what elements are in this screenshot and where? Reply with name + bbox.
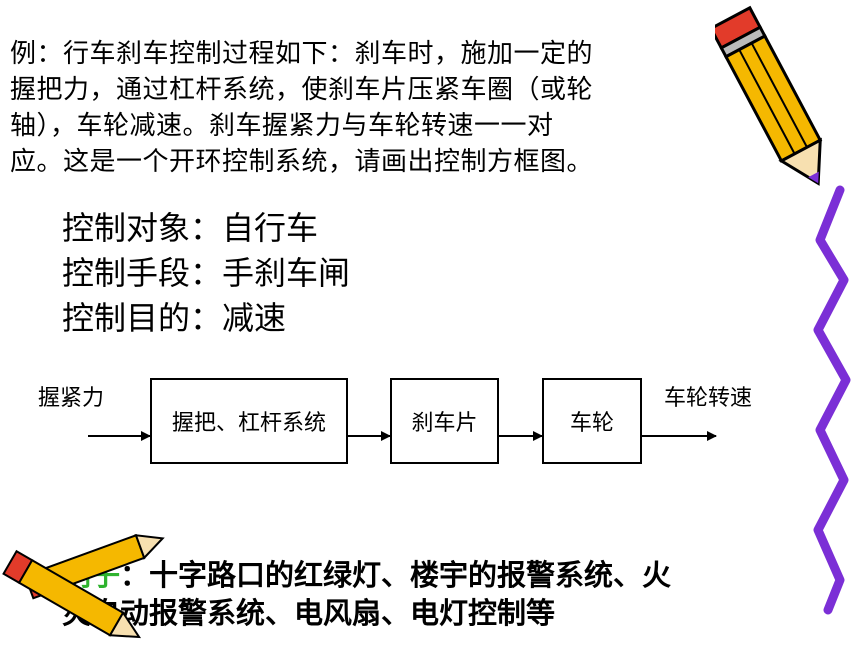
fact-label: 控制手段： (62, 254, 223, 292)
fact-label: 控制对象： (62, 209, 223, 247)
fact-value: 自行车 (222, 209, 319, 247)
examples-line1: ：十字路口的红绿灯、楼宇的报警系统、火 (120, 558, 672, 592)
block-lever-system: 握把、杠杆系统 (150, 378, 348, 464)
squiggle-decoration (813, 185, 851, 615)
block-wheel: 车轮 (542, 378, 642, 464)
examples-text: 例子：十字路口的红绿灯、楼宇的报警系统、火 灾自动报警系统、电风扇、电灯控制等 (62, 556, 672, 630)
examples-line2: 灾自动报警系统、电风扇、电灯控制等 (62, 596, 556, 630)
intro-paragraph: 例：行车刹车控制过程如下：刹车时，施加一定的 握把力，通过杠杆系统，使刹车片压紧… (10, 36, 750, 180)
fact-means: 控制手段：手刹车闸 (62, 251, 350, 296)
pencil-icon (715, 5, 823, 186)
pencil-icon (2, 534, 165, 639)
fact-purpose: 控制目的：减速 (62, 296, 350, 341)
control-facts: 控制对象：自行车 控制手段：手刹车闸 控制目的：减速 (62, 206, 350, 341)
fact-label: 控制目的： (62, 299, 223, 337)
fact-object: 控制对象：自行车 (62, 206, 350, 251)
intro-line: 轴），车轮减速。刹车握紧力与车轮转速一一对 (10, 111, 554, 141)
intro-line: 握把力，通过杠杆系统，使刹车片压紧车圈（或轮 (10, 75, 594, 105)
intro-line: 例：行车刹车控制过程如下：刹车时，施加一定的 (10, 39, 594, 69)
block-brake-pad: 刹车片 (390, 378, 499, 464)
fact-value: 手刹车闸 (222, 254, 351, 292)
input-label: 握紧力 (38, 386, 105, 411)
fact-value: 减速 (222, 299, 287, 337)
output-label: 车轮转速 (664, 386, 753, 411)
intro-line: 应。这是一个开环控制系统，请画出控制方框图。 (10, 147, 594, 177)
